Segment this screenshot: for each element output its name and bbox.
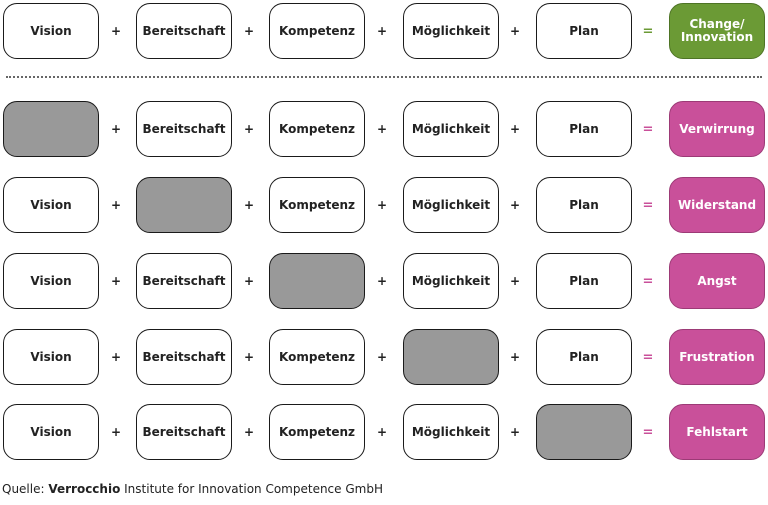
equals-sign: = [642,349,654,365]
result-box: Angst [669,253,765,309]
source-prefix: Quelle: [2,482,49,496]
formula-row: Vision Bereitschaft Möglichkeit Plan + + + + = An… [0,253,768,311]
equals-sign: = [642,424,654,440]
factor-box: Kompetenz [269,177,365,233]
factor-box: Vision [3,253,99,309]
missing-factor-box [3,101,99,157]
factor-box: Vision [3,3,99,59]
result-box: Fehlstart [669,404,765,460]
plus-sign: + [110,425,122,439]
formula-row: Vision Bereitschaft Kompetenz Plan + + + + = Frus… [0,329,768,387]
factor-box: Kompetenz [269,101,365,157]
equals-sign: = [642,23,654,39]
missing-factor-box [536,404,632,460]
factor-box: Plan [536,329,632,385]
factor-box: Plan [536,177,632,233]
factor-box: Möglichkeit [403,3,499,59]
source-caption: Quelle: Verrocchio Institute for Innovat… [2,482,383,496]
plus-sign: + [509,350,521,364]
plus-sign: + [376,122,388,136]
result-box: Frustration [669,329,765,385]
plus-sign: + [243,350,255,364]
plus-sign: + [243,122,255,136]
source-rest: Institute for Innovation Competence GmbH [120,482,383,496]
result-box: Verwirrung [669,101,765,157]
plus-sign: + [110,24,122,38]
section-divider [6,76,762,78]
equals-sign: = [642,197,654,213]
factor-box: Bereitschaft [136,101,232,157]
factor-box: Möglichkeit [403,177,499,233]
plus-sign: + [110,274,122,288]
factor-box: Möglichkeit [403,101,499,157]
factor-box: Bereitschaft [136,404,232,460]
formula-row: Vision Kompetenz Möglichkeit Plan + + + + = Wider… [0,177,768,235]
equals-sign: = [642,273,654,289]
formula-row: Vision Bereitschaft Kompetenz Möglichkeit + +… [0,404,768,462]
plus-sign: + [509,122,521,136]
factor-box: Plan [536,3,632,59]
plus-sign: + [110,122,122,136]
factor-box: Plan [536,101,632,157]
factor-box: Vision [3,177,99,233]
factor-box: Bereitschaft [136,329,232,385]
plus-sign: + [110,198,122,212]
plus-sign: + [509,425,521,439]
equals-sign: = [642,121,654,137]
plus-sign: + [110,350,122,364]
plus-sign: + [376,425,388,439]
missing-factor-box [136,177,232,233]
plus-sign: + [376,274,388,288]
missing-factor-box [403,329,499,385]
plus-sign: + [376,198,388,212]
factor-box: Möglichkeit [403,404,499,460]
plus-sign: + [509,198,521,212]
formula-row: Bereitschaft Kompetenz Möglichkeit Plan + + + +… [0,101,768,159]
plus-sign: + [509,274,521,288]
missing-factor-box [269,253,365,309]
factor-box: Möglichkeit [403,253,499,309]
plus-sign: + [243,425,255,439]
plus-sign: + [243,274,255,288]
factor-box: Kompetenz [269,404,365,460]
factor-box: Vision [3,404,99,460]
factor-box: Kompetenz [269,3,365,59]
source-org: Verrocchio [48,482,121,496]
factor-box: Plan [536,253,632,309]
factor-box: Kompetenz [269,329,365,385]
plus-sign: + [376,24,388,38]
plus-sign: + [509,24,521,38]
factor-box: Bereitschaft [136,253,232,309]
factor-box: Bereitschaft [136,3,232,59]
plus-sign: + [243,198,255,212]
plus-sign: + [243,24,255,38]
plus-sign: + [376,350,388,364]
factor-box: Vision [3,329,99,385]
formula-row: Vision Bereitschaft Kompetenz Möglichkeit Pl… [0,3,768,61]
result-box: Change/ Innovation [669,3,765,59]
result-box: Widerstand [669,177,765,233]
